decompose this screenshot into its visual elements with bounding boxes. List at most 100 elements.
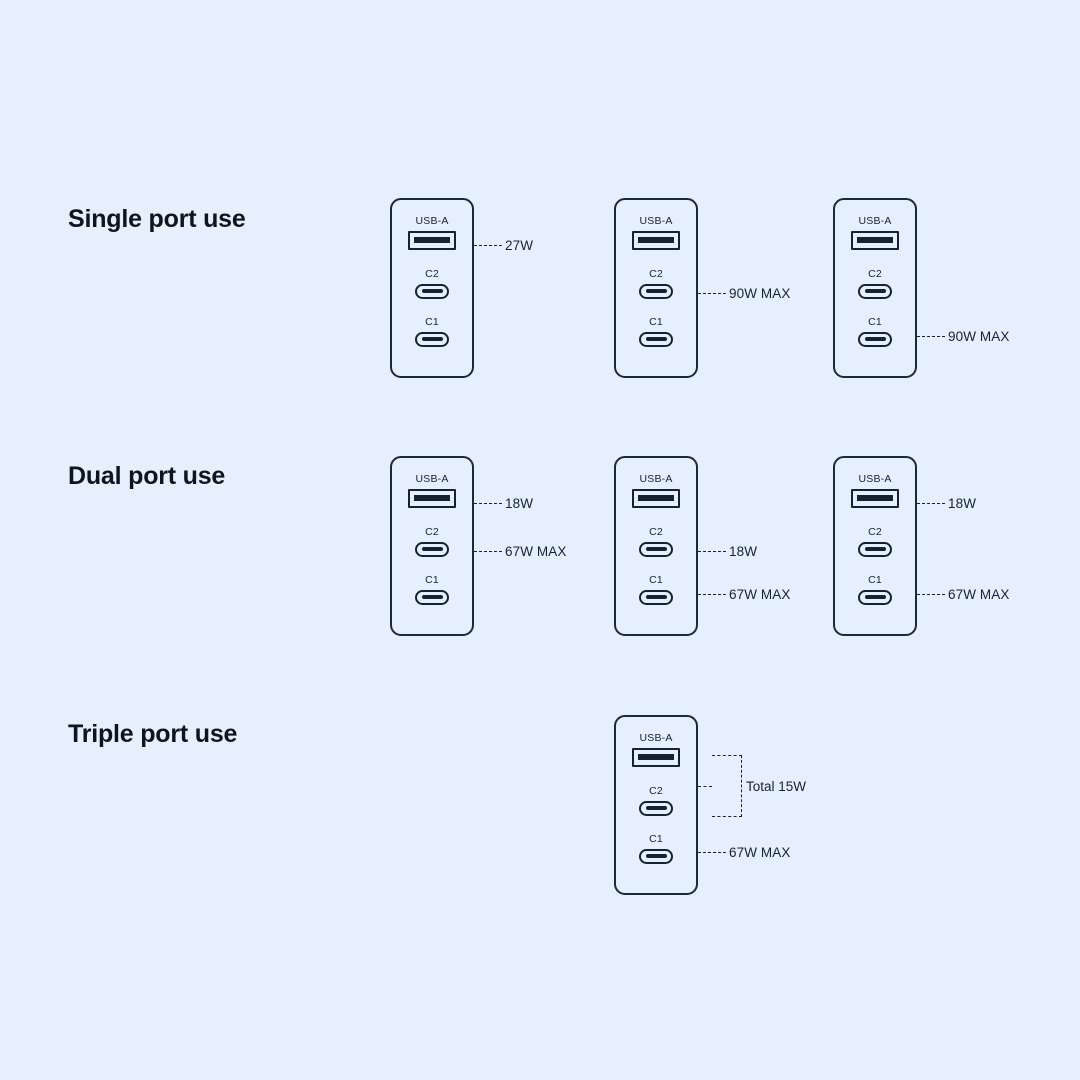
callout-wattage: 18W bbox=[729, 543, 758, 559]
port-c2: C2 bbox=[616, 527, 696, 557]
callout-c1: 67W MAX bbox=[698, 843, 790, 861]
port-usb-a: USB-A bbox=[616, 216, 696, 250]
leader-line bbox=[698, 550, 726, 552]
port-usb-a: USB-A bbox=[392, 474, 472, 508]
port-label-c2: C2 bbox=[425, 268, 439, 280]
port-usb-a: USB-A bbox=[392, 216, 472, 250]
callout-wattage: 67W MAX bbox=[948, 586, 1010, 602]
port-label-c1: C1 bbox=[868, 574, 882, 586]
port-label-c2: C2 bbox=[649, 526, 663, 538]
port-label-c2: C2 bbox=[649, 268, 663, 280]
port-label-c2: C2 bbox=[868, 526, 882, 538]
port-label-c1: C1 bbox=[649, 833, 663, 845]
usb-c-port-icon bbox=[858, 541, 892, 557]
usb-a-port-icon bbox=[851, 488, 899, 508]
leader-line bbox=[698, 851, 726, 853]
callout-wattage: 67W MAX bbox=[505, 543, 567, 559]
callout-bracket-total: Total 15W bbox=[698, 755, 806, 817]
usb-c-port-icon bbox=[639, 800, 673, 816]
usb-c-port-icon bbox=[858, 283, 892, 299]
callout-c1: 67W MAX bbox=[698, 585, 790, 603]
port-c1: C1 bbox=[835, 317, 915, 347]
usb-c-port-icon bbox=[415, 541, 449, 557]
leader-line bbox=[917, 593, 945, 595]
callout-c2: 18W bbox=[698, 542, 757, 560]
leader-line bbox=[474, 550, 502, 552]
callout-c1: 67W MAX bbox=[917, 585, 1009, 603]
usb-c-port-icon bbox=[415, 283, 449, 299]
port-usb-a: USB-A bbox=[616, 474, 696, 508]
usb-a-port-icon bbox=[408, 230, 456, 250]
charger-device: USB-A C2 C1 bbox=[390, 456, 474, 636]
port-label-usb-a: USB-A bbox=[415, 215, 449, 227]
port-usb-a: USB-A bbox=[616, 733, 696, 767]
port-c1: C1 bbox=[616, 575, 696, 605]
port-label-usb-a: USB-A bbox=[858, 215, 892, 227]
charger-device: USB-A C2 C1 bbox=[614, 198, 698, 378]
usb-c-port-icon bbox=[639, 331, 673, 347]
port-usb-a: USB-A bbox=[835, 474, 915, 508]
leader-line bbox=[917, 502, 945, 504]
usb-c-port-icon bbox=[639, 589, 673, 605]
port-label-c1: C1 bbox=[425, 574, 439, 586]
callout-c1: 90W MAX bbox=[917, 327, 1009, 345]
usb-c-port-icon bbox=[639, 848, 673, 864]
usb-c-port-icon bbox=[639, 283, 673, 299]
port-label-usb-a: USB-A bbox=[639, 473, 673, 485]
callout-usb-a: 27W bbox=[474, 236, 533, 254]
port-c1: C1 bbox=[616, 834, 696, 864]
port-c1: C1 bbox=[616, 317, 696, 347]
leader-line bbox=[917, 335, 945, 337]
port-label-c2: C2 bbox=[649, 785, 663, 797]
callout-usb-a: 18W bbox=[474, 494, 533, 512]
port-label-usb-a: USB-A bbox=[639, 215, 673, 227]
usb-a-port-icon bbox=[632, 230, 680, 250]
usb-c-port-icon bbox=[415, 589, 449, 605]
charger-device: USB-A C2 C1 bbox=[614, 456, 698, 636]
port-c2: C2 bbox=[835, 527, 915, 557]
callout-wattage-total: Total 15W bbox=[746, 778, 807, 794]
callout-wattage: 90W MAX bbox=[948, 328, 1010, 344]
usb-c-port-icon bbox=[858, 589, 892, 605]
port-c1: C1 bbox=[392, 575, 472, 605]
port-label-c1: C1 bbox=[868, 316, 882, 328]
port-c2: C2 bbox=[616, 786, 696, 816]
bracket-stub bbox=[698, 785, 712, 787]
charger-device: USB-A C2 C1 bbox=[390, 198, 474, 378]
usb-c-port-icon bbox=[415, 331, 449, 347]
charger-device: USB-A C2 C1 bbox=[833, 456, 917, 636]
callout-wattage: 90W MAX bbox=[729, 285, 791, 301]
callout-wattage: 67W MAX bbox=[729, 844, 791, 860]
usb-c-port-icon bbox=[639, 541, 673, 557]
port-c1: C1 bbox=[835, 575, 915, 605]
section-title-dual-port: Dual port use bbox=[68, 462, 226, 490]
usb-a-port-icon bbox=[632, 488, 680, 508]
port-label-c1: C1 bbox=[425, 316, 439, 328]
charger-device: USB-A C2 C1 bbox=[614, 715, 698, 895]
charger-device: USB-A C2 C1 bbox=[833, 198, 917, 378]
port-label-c1: C1 bbox=[649, 316, 663, 328]
port-c2: C2 bbox=[616, 269, 696, 299]
callout-wattage: 18W bbox=[948, 495, 977, 511]
usb-c-port-icon bbox=[858, 331, 892, 347]
port-c2: C2 bbox=[835, 269, 915, 299]
bracket-shape bbox=[712, 755, 742, 817]
port-label-usb-a: USB-A bbox=[415, 473, 449, 485]
leader-line bbox=[474, 244, 502, 246]
callout-wattage: 67W MAX bbox=[729, 586, 791, 602]
port-label-usb-a: USB-A bbox=[639, 732, 673, 744]
callout-c2: 67W MAX bbox=[474, 542, 566, 560]
callout-c2: 90W MAX bbox=[698, 284, 790, 302]
section-title-single-port: Single port use bbox=[68, 205, 246, 233]
port-label-usb-a: USB-A bbox=[858, 473, 892, 485]
callout-wattage: 27W bbox=[505, 237, 534, 253]
usb-a-port-icon bbox=[851, 230, 899, 250]
usb-a-port-icon bbox=[408, 488, 456, 508]
port-usb-a: USB-A bbox=[835, 216, 915, 250]
usb-a-port-icon bbox=[632, 747, 680, 767]
port-label-c2: C2 bbox=[868, 268, 882, 280]
port-c2: C2 bbox=[392, 527, 472, 557]
port-c1: C1 bbox=[392, 317, 472, 347]
section-title-triple-port: Triple port use bbox=[68, 720, 238, 748]
